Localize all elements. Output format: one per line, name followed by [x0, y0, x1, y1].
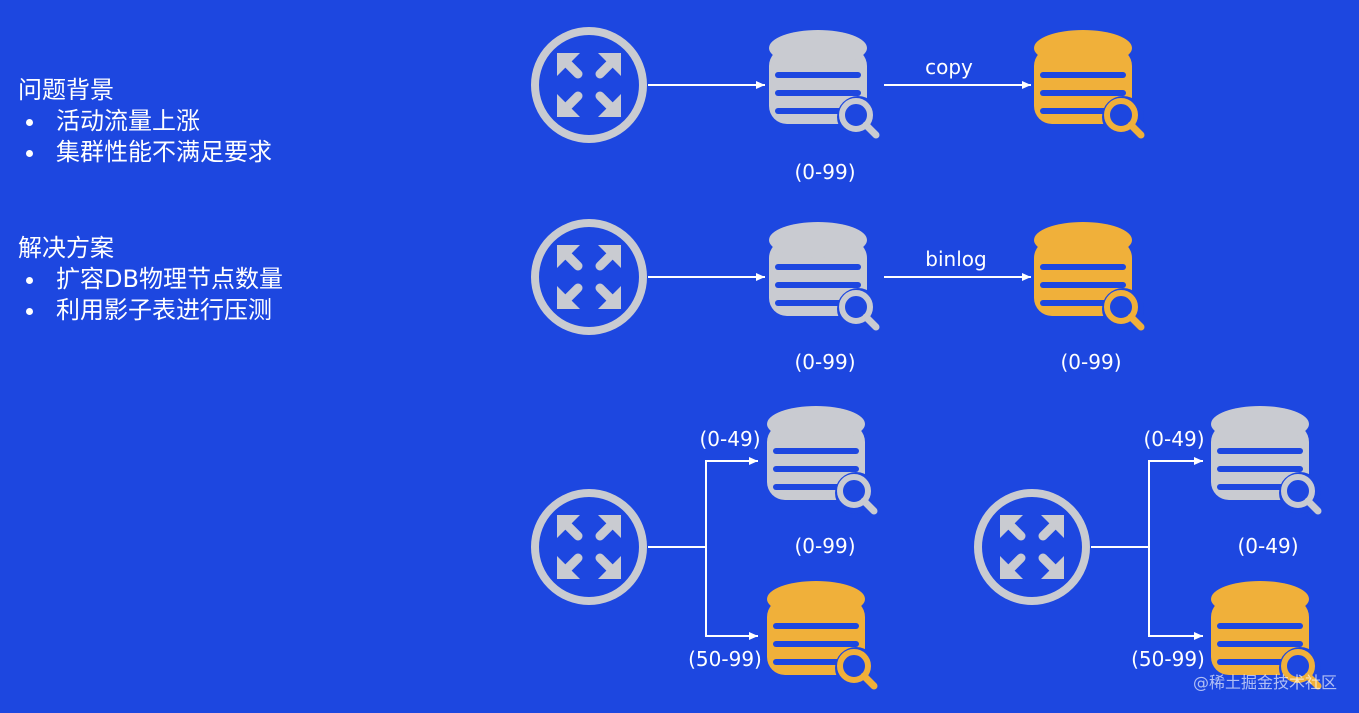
- split-arrow-bottom: [705, 547, 758, 640]
- database-search-icon: [767, 406, 877, 514]
- problem-bullets: 活动流量上涨 集群性能不满足要求: [18, 106, 283, 168]
- problem-bullet: 活动流量上涨: [18, 106, 283, 137]
- range-label: (0-99): [795, 160, 856, 184]
- range-label: (0-49): [1238, 534, 1299, 558]
- split-arrow-top: [1091, 457, 1203, 548]
- database-search-icon: [769, 30, 879, 138]
- split-arrow-bottom: [1148, 547, 1203, 640]
- router-arrows-icon: [978, 493, 1086, 601]
- solution-bullets: 扩容DB物理节点数量 利用影子表进行压测: [18, 264, 283, 326]
- text-panel: 问题背景 活动流量上涨 集群性能不满足要求 解决方案 扩容DB物理节点数量 利用…: [18, 74, 283, 326]
- database-search-icon: [1034, 222, 1144, 330]
- range-label: (0-99): [1061, 350, 1122, 374]
- solution-bullet: 扩容DB物理节点数量: [18, 264, 283, 295]
- problem-title: 问题背景: [18, 76, 114, 104]
- route-range-label: (0-49): [700, 427, 761, 451]
- row3-right: (0-49) (0-49) (50-99): [978, 406, 1321, 689]
- range-label: (0-99): [795, 350, 856, 374]
- problem-bullet: 集群性能不满足要求: [18, 137, 283, 168]
- route-range-label: (50-99): [688, 647, 762, 671]
- row2: binlog (0-99) (0-99): [535, 222, 1144, 374]
- range-label: (0-99): [795, 534, 856, 558]
- route-range-label: (50-99): [1131, 647, 1205, 671]
- router-arrows-icon: [535, 223, 643, 331]
- row3-left: (0-49) (0-99) (50-99): [535, 406, 877, 689]
- solution-title: 解决方案: [18, 234, 114, 262]
- route-range-label: (0-49): [1144, 427, 1205, 451]
- database-search-icon: [1211, 406, 1321, 514]
- database-search-icon: [767, 581, 877, 689]
- split-arrow-top: [648, 457, 758, 548]
- edge-label-copy: copy: [925, 55, 973, 79]
- router-arrows-icon: [535, 493, 643, 601]
- edge-label-binlog: binlog: [925, 247, 986, 271]
- database-search-icon: [769, 222, 879, 330]
- solution-bullet: 利用影子表进行压测: [18, 295, 283, 326]
- router-arrows-icon: [535, 31, 643, 139]
- row1: copy (0-99): [535, 30, 1144, 184]
- watermark: @稀土掘金技术社区: [1192, 673, 1337, 692]
- database-search-icon: [1034, 30, 1144, 138]
